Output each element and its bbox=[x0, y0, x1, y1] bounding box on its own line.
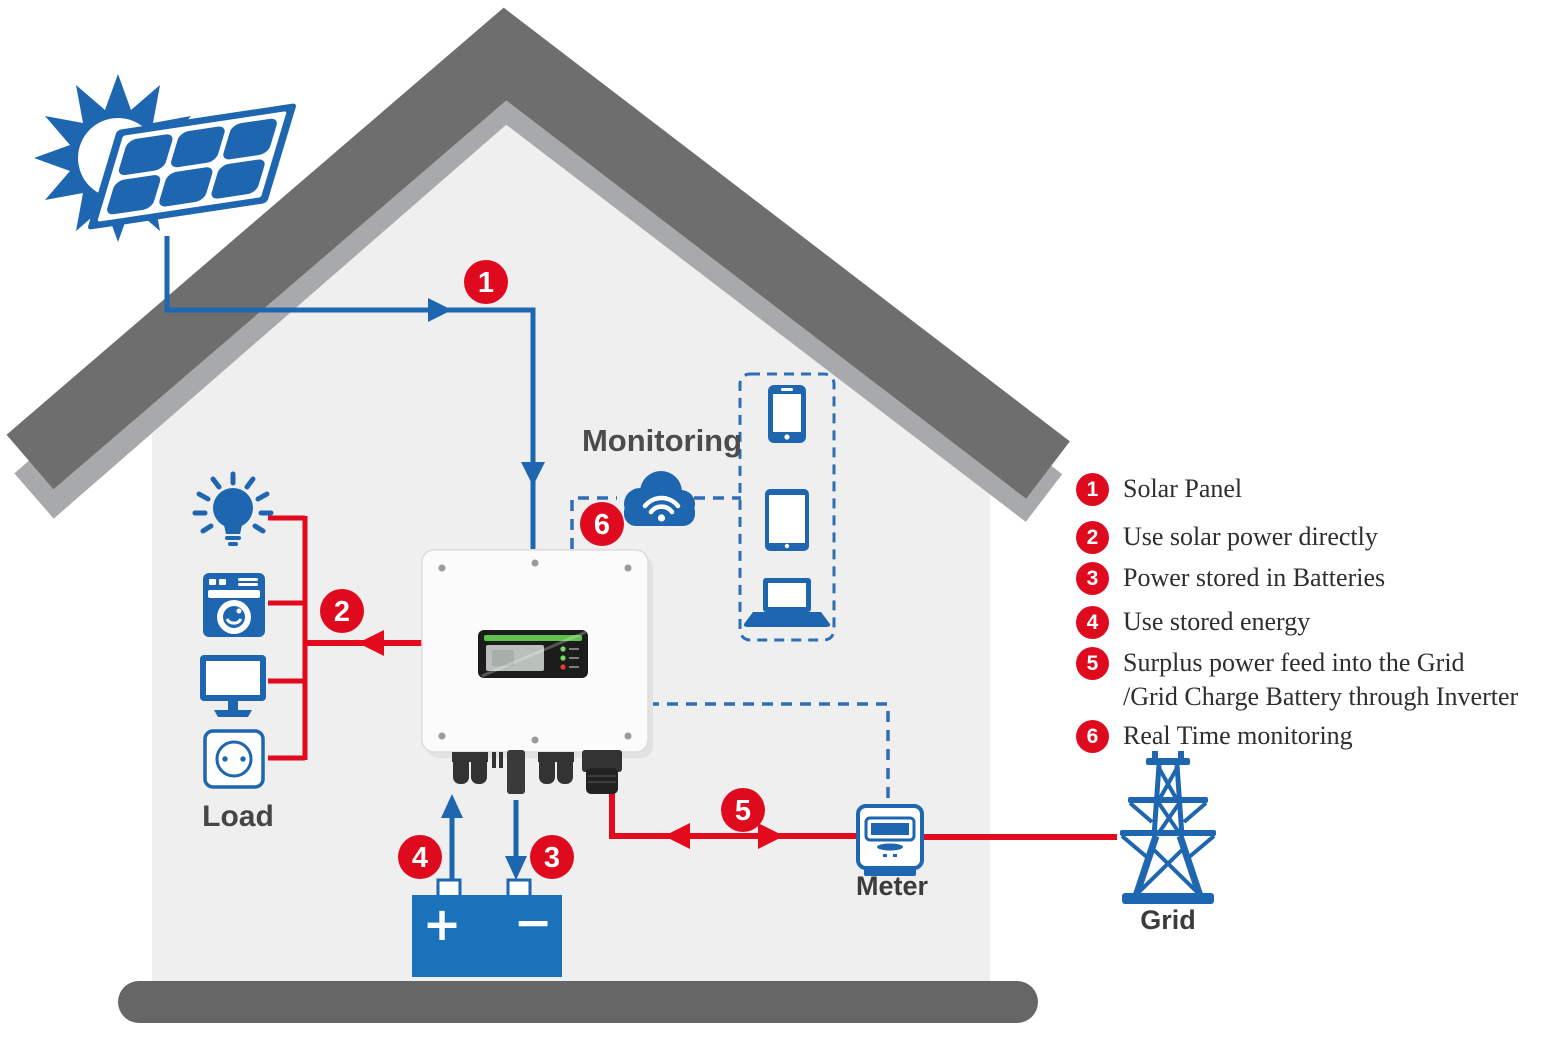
washing-machine-icon bbox=[203, 573, 265, 637]
legend-item-3: 3 Power stored in Batteries bbox=[1076, 561, 1385, 595]
marker-1: 1 bbox=[464, 260, 508, 304]
inverter-screws bbox=[438, 559, 632, 744]
roof bbox=[6, 7, 1070, 522]
legend-text-5-line2: /Grid Charge Battery through Inverter bbox=[1123, 682, 1519, 711]
monitoring-dashed-lines bbox=[570, 496, 890, 802]
svg-text:1: 1 bbox=[478, 267, 494, 299]
socket-icon bbox=[203, 729, 265, 789]
battery-icon: + − bbox=[412, 878, 562, 977]
monitor-icon bbox=[200, 655, 266, 717]
inverter-icon bbox=[421, 549, 653, 794]
legend-text-3: Power stored in Batteries bbox=[1123, 563, 1386, 592]
legend-item-5: 5 Surplus power feed into the Grid /Grid… bbox=[1076, 646, 1518, 714]
battery-plus-sign: + bbox=[423, 897, 462, 951]
inverter-display bbox=[478, 630, 588, 678]
solar-panel-icon bbox=[88, 103, 296, 230]
pv-to-inverter-line bbox=[164, 236, 545, 549]
svg-text:3: 3 bbox=[544, 842, 560, 874]
legend-marker-4: 4 bbox=[1076, 606, 1109, 639]
wifi-icon bbox=[642, 495, 681, 522]
battery-charge-discharge-lines bbox=[441, 794, 527, 884]
devices-dashed-box bbox=[738, 372, 836, 642]
arrow-right-icon bbox=[428, 298, 452, 322]
inverter-connectors bbox=[452, 750, 622, 794]
marker-3: 3 bbox=[530, 835, 574, 879]
legend-text-1: Solar Panel bbox=[1123, 474, 1243, 503]
phone-icon bbox=[768, 385, 806, 443]
bulb-icon bbox=[192, 471, 274, 546]
arrow-down-icon bbox=[521, 462, 545, 486]
arrow-up-icon bbox=[441, 794, 463, 818]
arrow-left-icon bbox=[664, 823, 690, 849]
marker-6: 6 bbox=[580, 502, 624, 546]
laptop-icon bbox=[743, 578, 831, 627]
legend-text-5-line1: Surplus power feed into the Grid bbox=[1123, 648, 1465, 677]
meter-icon bbox=[856, 804, 924, 876]
flow-markers: 1 2 3 4 5 6 bbox=[320, 260, 765, 879]
legend-marker-3: 3 bbox=[1076, 562, 1109, 595]
legend-marker-1: 1 bbox=[1076, 473, 1109, 506]
inverter-to-load-lines bbox=[268, 515, 424, 761]
arrow-down-icon bbox=[505, 856, 527, 880]
legend-text-4: Use stored energy bbox=[1123, 607, 1311, 636]
legend-text-2: Use solar power directly bbox=[1123, 522, 1378, 551]
svg-text:4: 4 bbox=[412, 842, 428, 874]
arrow-left-icon bbox=[358, 630, 384, 656]
marker-5: 5 bbox=[721, 788, 765, 832]
monitoring-label: Monitoring bbox=[581, 423, 743, 458]
legend-item-1: 1 Solar Panel bbox=[1076, 472, 1242, 506]
arrow-right-icon bbox=[758, 823, 784, 849]
tablet-icon bbox=[765, 489, 809, 551]
legend-item-2: 2 Use solar power directly bbox=[1076, 520, 1378, 554]
svg-text:6: 6 bbox=[594, 509, 610, 541]
inverter-to-meter-line bbox=[609, 790, 857, 849]
legend-text-6: Real Time monitoring bbox=[1123, 721, 1353, 750]
cloud-wifi-icon bbox=[624, 471, 695, 526]
grid-label: Grid bbox=[1140, 905, 1196, 935]
legend-marker-5: 5 bbox=[1076, 647, 1109, 680]
legend-item-4: 4 Use stored energy bbox=[1076, 605, 1310, 639]
battery-minus-sign: − bbox=[514, 895, 553, 949]
meter-label: Meter bbox=[855, 871, 929, 901]
legend-item-6: 6 Real Time monitoring bbox=[1076, 719, 1353, 753]
load-label: Load bbox=[202, 800, 274, 833]
legend-marker-2: 2 bbox=[1076, 521, 1109, 554]
marker-4: 4 bbox=[398, 835, 442, 879]
legend-marker-6: 6 bbox=[1076, 720, 1109, 753]
svg-text:2: 2 bbox=[334, 596, 350, 628]
svg-text:5: 5 bbox=[735, 795, 751, 827]
ground-base-bar bbox=[118, 981, 1038, 1023]
roof-outer-band bbox=[6, 7, 1070, 499]
grid-tower-icon bbox=[1120, 751, 1216, 904]
marker-2: 2 bbox=[320, 589, 364, 633]
